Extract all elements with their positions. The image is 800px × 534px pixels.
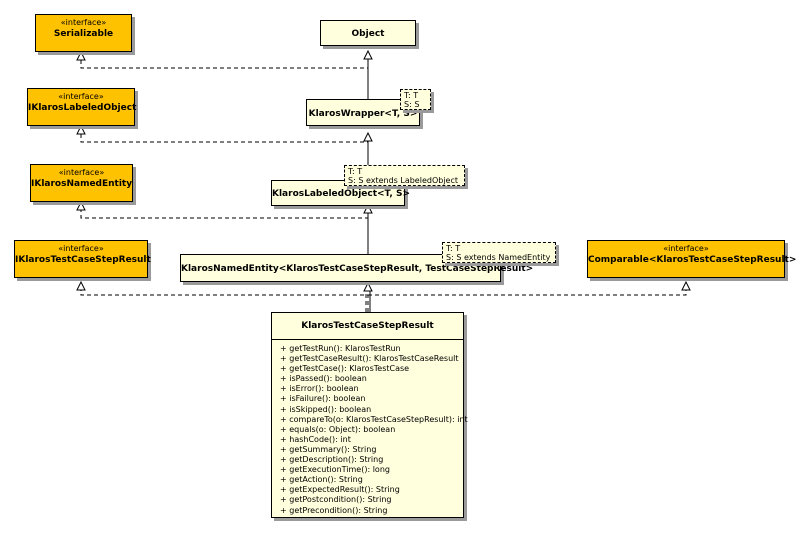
method-item: + isSkipped(): boolean <box>280 404 372 414</box>
interface-name: Comparable<KlarosTestCaseStepResult> <box>588 255 797 265</box>
arrowhead-labeled <box>363 203 373 214</box>
method-item: + getTestCaseResult(): KlarosTestCaseRes… <box>280 354 459 364</box>
type-params-named: T: T S: S extends NamedEntity <box>442 242 556 263</box>
interface-name: IKlarosLabeledObject <box>28 103 137 113</box>
type-param: S: S extends NamedEntity <box>446 253 551 262</box>
type-param: T: T <box>348 167 363 176</box>
class-klaros-test-case-step-result[interactable]: KlarosTestCaseStepResult + getTestRun():… <box>271 312 468 518</box>
stereotype-label: «interface» <box>58 92 104 101</box>
interface-name: IKlarosTestCaseStepResult <box>15 255 151 265</box>
type-params-labeled: T: T S: S extends LabeledObject <box>344 165 465 186</box>
interface-comparable[interactable]: «interface» Comparable<KlarosTestCaseSte… <box>587 240 797 278</box>
method-list: + getTestRun(): KlarosTestRun+ getTestCa… <box>272 340 468 516</box>
method-item: + isPassed(): boolean <box>280 374 367 384</box>
class-name: KlarosWrapper<T, S> <box>308 109 418 119</box>
type-param: T: T <box>446 244 461 253</box>
arrowhead-named <box>363 281 373 292</box>
interface-serializable[interactable]: «interface» Serializable <box>35 14 132 52</box>
class-name: Object <box>351 29 385 39</box>
interface-iklaros-named-entity[interactable]: «interface» IKlarosNamedEntity <box>30 164 133 202</box>
method-item: + equals(o: Object): boolean <box>280 424 396 434</box>
method-item: + getExpectedResult(): String <box>280 485 400 495</box>
class-name: KlarosNamedEntity<KlarosTestCaseStepResu… <box>181 264 534 274</box>
class-object[interactable]: Object <box>320 20 416 46</box>
interface-iklaros-test-case-step-result[interactable]: «interface» IKlarosTestCaseStepResult <box>14 240 151 278</box>
interface-iklaros-labeled-object[interactable]: «interface» IKlarosLabeledObject <box>27 88 137 126</box>
arrowhead-object <box>363 49 373 60</box>
type-params-wrapper: T: T S: S <box>400 89 431 110</box>
interface-name: Serializable <box>53 29 114 39</box>
method-item: + isFailure(): boolean <box>280 394 366 404</box>
arrowhead-wrapper <box>363 131 373 142</box>
stereotype-label: «interface» <box>60 18 107 27</box>
type-param: S: S <box>404 100 420 109</box>
class-name: KlarosTestCaseStepResult <box>301 321 434 331</box>
edge-main-comparable <box>368 282 687 296</box>
edge-main-iresult <box>80 282 369 312</box>
type-param: S: S extends LabeledObject <box>348 176 459 185</box>
method-item: + getDescription(): String <box>280 455 384 465</box>
stereotype-label: «interface» <box>58 244 104 253</box>
method-item: + getPrecondition(): String <box>280 505 388 515</box>
stereotype-label: «interface» <box>663 244 709 253</box>
type-param: T: T <box>404 91 419 100</box>
class-header: KlarosTestCaseStepResult <box>272 313 463 340</box>
method-item: + getExecutionTime(): long <box>280 465 390 475</box>
arrowhead-ilabeled <box>76 124 86 135</box>
method-item: + getTestRun(): KlarosTestRun <box>280 344 401 353</box>
arrowhead-iresult <box>76 280 86 291</box>
stereotype-label: «interface» <box>58 168 105 177</box>
class-name: KlarosLabeledObject<T, S> <box>272 189 410 199</box>
class-klaros-wrapper[interactable]: KlarosWrapper<T, S> <box>306 99 420 126</box>
arrowhead-inamed <box>76 200 86 211</box>
arrowhead-comparable <box>681 280 691 291</box>
method-item: + hashCode(): int <box>280 434 351 444</box>
method-item: + getPostcondition(): String <box>280 495 392 505</box>
method-item: + getTestCase(): KlarosTestCase <box>280 364 410 374</box>
method-item: + compareTo(o: KlarosTestCaseStepResult)… <box>280 414 468 424</box>
method-item: + getAction(): String <box>280 475 363 485</box>
arrowhead-serializable <box>76 50 86 61</box>
method-item: + isError(): boolean <box>280 384 359 394</box>
interface-name: IKlarosNamedEntity <box>31 179 133 189</box>
method-item: + getSummary(): String <box>280 444 377 454</box>
